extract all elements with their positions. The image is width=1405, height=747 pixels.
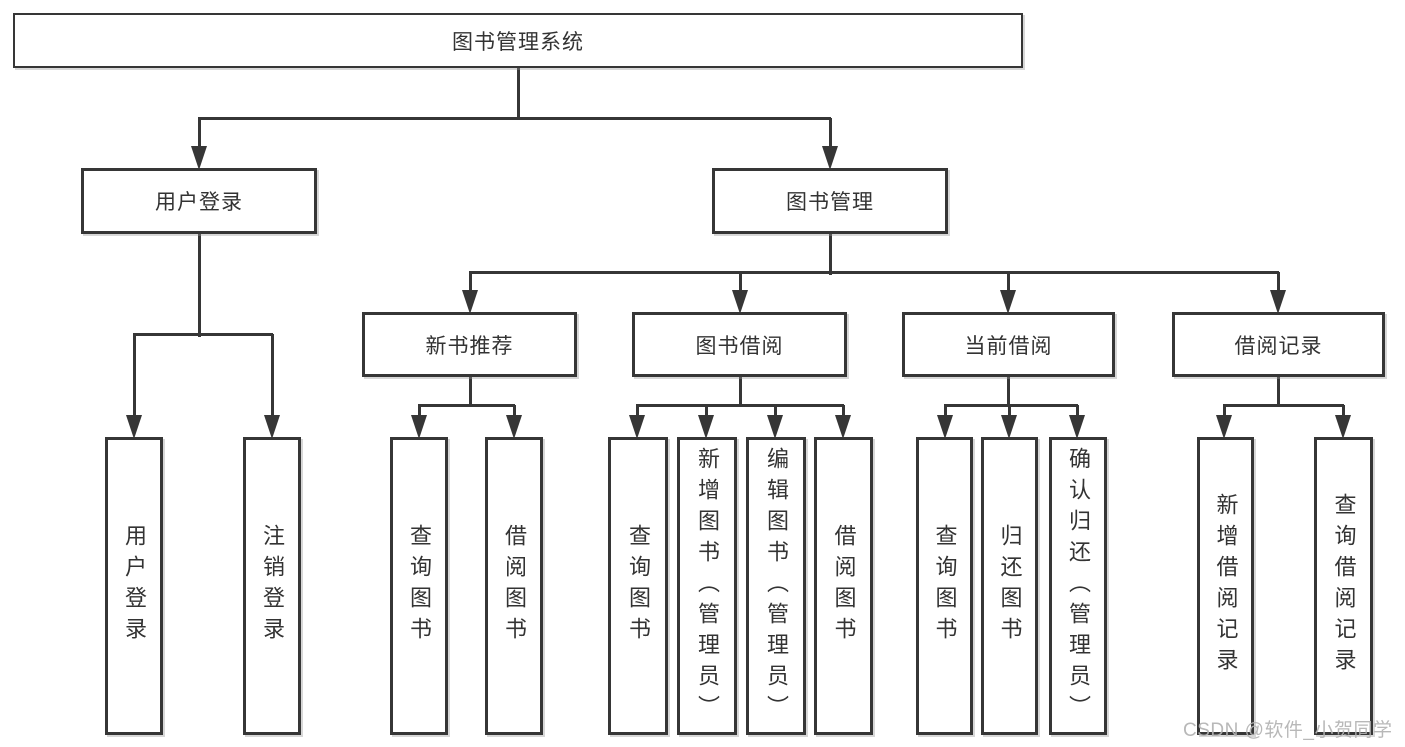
connector-hline xyxy=(636,404,844,407)
node-label-bb-query-books: 查询图书 xyxy=(626,524,651,648)
connector-vline xyxy=(418,405,421,422)
connector-vline xyxy=(1007,272,1010,297)
node-label-logout: 注销登录 xyxy=(260,524,285,648)
arrowhead-down-icon xyxy=(506,415,522,439)
node-label-nbr-query-books: 查询图书 xyxy=(407,524,432,648)
arrowhead-down-icon xyxy=(767,415,783,439)
connector-vline xyxy=(469,272,472,297)
arrowhead-down-icon xyxy=(629,415,645,439)
node-label-bb-edit-books: 编辑图书（管理员） xyxy=(764,446,789,726)
connector-vline xyxy=(1007,377,1010,407)
connector-vline xyxy=(739,272,742,297)
arrowhead-down-icon xyxy=(1270,290,1286,314)
node-label-cb-query-books: 查询图书 xyxy=(932,524,958,648)
arrowhead-down-icon xyxy=(462,290,478,314)
node-user-login: 用户登录 xyxy=(81,168,317,234)
connector-vline xyxy=(842,405,845,422)
connector-vline xyxy=(469,377,472,407)
node-label-user-login: 用户登录 xyxy=(155,191,243,214)
connector-vline xyxy=(1277,377,1280,407)
node-label-current-borrow: 当前借阅 xyxy=(964,334,1053,358)
node-label-nbr-borrow-books: 借阅图书 xyxy=(502,524,527,648)
connector-vline xyxy=(739,377,742,407)
connector-vline xyxy=(1277,272,1280,297)
connector-hline xyxy=(469,271,1279,274)
node-label-borrow-records: 借阅记录 xyxy=(1234,334,1323,358)
node-bb-add-books: 新增图书（管理员） xyxy=(677,437,737,735)
connector-vline xyxy=(1342,405,1345,422)
arrowhead-down-icon xyxy=(732,290,748,314)
node-bb-query-books: 查询图书 xyxy=(608,437,668,735)
node-label-book-mgmt: 图书管理 xyxy=(786,191,874,214)
node-bb-borrow-books: 借阅图书 xyxy=(814,437,873,735)
arrowhead-down-icon xyxy=(264,415,280,439)
node-br-query-record: 查询借阅记录 xyxy=(1314,437,1373,735)
node-system: 图书管理系统 xyxy=(13,13,1023,68)
connector-vline xyxy=(198,118,201,152)
arrowhead-down-icon xyxy=(1216,415,1232,439)
csdn-watermark: CSDN @软件_小贺同学 xyxy=(1183,720,1393,741)
arrowhead-down-icon xyxy=(1000,290,1016,314)
node-label-br-add-record: 新增借阅记录 xyxy=(1213,493,1239,679)
node-label-system: 图书管理系统 xyxy=(452,30,584,54)
arrowhead-down-icon xyxy=(937,415,953,439)
connector-hline xyxy=(944,404,1078,407)
node-label-br-query-record: 查询借阅记录 xyxy=(1331,493,1357,679)
node-book-mgmt: 图书管理 xyxy=(712,168,948,234)
node-cb-return-books: 归还图书 xyxy=(981,437,1038,735)
node-br-add-record: 新增借阅记录 xyxy=(1197,437,1254,735)
connector-vline xyxy=(705,405,708,422)
node-bb-edit-books: 编辑图书（管理员） xyxy=(746,437,806,735)
connector-vline xyxy=(271,334,274,420)
node-nbr-borrow-books: 借阅图书 xyxy=(485,437,543,735)
connector-vline xyxy=(1223,405,1226,422)
arrowhead-down-icon xyxy=(835,415,851,439)
node-label-bb-add-books: 新增图书（管理员） xyxy=(695,446,720,726)
node-cb-confirm-return: 确认归还（管理员） xyxy=(1049,437,1107,735)
connector-vline xyxy=(517,68,520,120)
connector-hline xyxy=(198,117,831,120)
connector-vline xyxy=(1076,405,1079,422)
node-label-bb-borrow-books: 借阅图书 xyxy=(831,524,857,648)
node-book-borrow: 图书借阅 xyxy=(632,312,847,377)
arrowhead-down-icon xyxy=(191,146,207,170)
node-label-login: 用户登录 xyxy=(122,524,147,648)
connector-vline xyxy=(829,234,832,275)
connector-vline xyxy=(774,405,777,422)
connector-vline xyxy=(513,405,516,422)
node-logout: 注销登录 xyxy=(243,437,301,735)
arrowhead-down-icon xyxy=(1001,415,1017,439)
connector-vline xyxy=(133,334,136,420)
arrowhead-down-icon xyxy=(1069,415,1085,439)
node-new-book-rec: 新书推荐 xyxy=(362,312,577,377)
connector-vline xyxy=(198,234,201,337)
node-cb-query-books: 查询图书 xyxy=(916,437,973,735)
connector-hline xyxy=(1223,404,1344,407)
connector-vline xyxy=(944,405,947,422)
arrowhead-down-icon xyxy=(1335,415,1351,439)
connector-vline xyxy=(829,118,832,152)
connector-vline xyxy=(636,405,639,422)
node-label-cb-confirm-return: 确认归还（管理员） xyxy=(1066,446,1091,726)
arrowhead-down-icon xyxy=(822,146,838,170)
arrowhead-down-icon xyxy=(698,415,714,439)
connector-vline xyxy=(1008,405,1011,422)
connector-hline xyxy=(418,404,515,407)
node-label-cb-return-books: 归还图书 xyxy=(997,524,1023,648)
node-login: 用户登录 xyxy=(105,437,163,735)
node-label-new-book-rec: 新书推荐 xyxy=(425,334,514,358)
node-nbr-query-books: 查询图书 xyxy=(390,437,448,735)
arrowhead-down-icon xyxy=(126,415,142,439)
node-current-borrow: 当前借阅 xyxy=(902,312,1115,377)
node-borrow-records: 借阅记录 xyxy=(1172,312,1385,377)
node-label-book-borrow: 图书借阅 xyxy=(695,334,784,358)
arrowhead-down-icon xyxy=(411,415,427,439)
connector-hline xyxy=(133,333,273,336)
